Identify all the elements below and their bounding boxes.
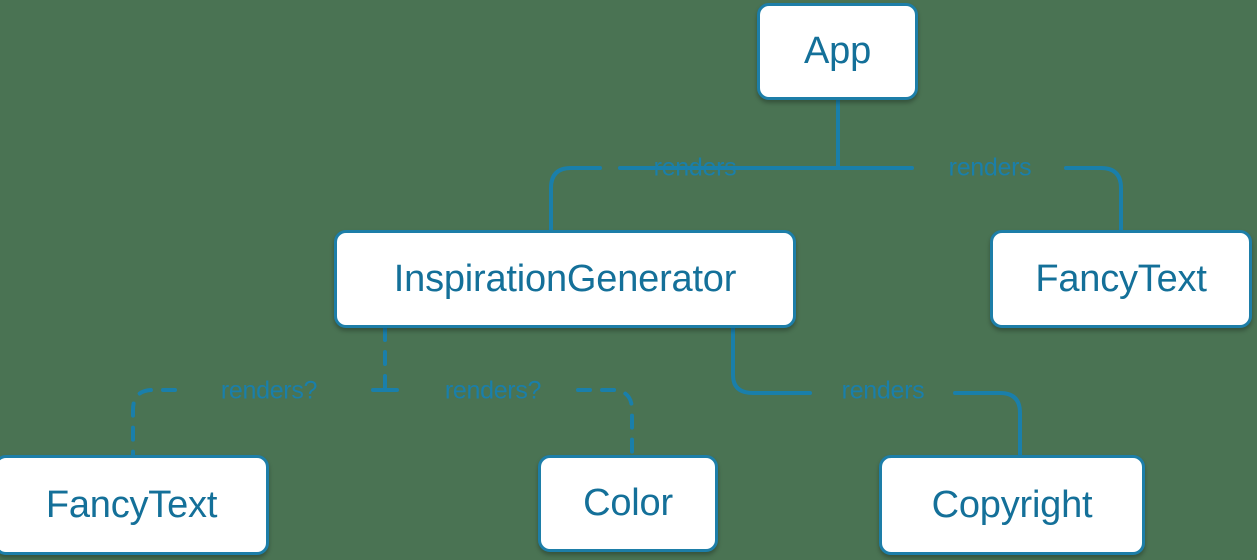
edge-inspiration-to-fancytext [131, 388, 177, 457]
node-fancytext-bottom[interactable]: FancyText [0, 455, 269, 555]
edge-inspiration-to-copyright [953, 391, 1022, 457]
node-app-label: App [803, 30, 871, 72]
edge-label-inspiration-to-copyright: renders [841, 376, 925, 405]
node-inspiration-generator-label: InspirationGenerator [393, 257, 737, 300]
edge-app-to-inspiration [549, 166, 602, 232]
node-fancytext-top-label: FancyText [1035, 257, 1207, 300]
node-inspiration-generator[interactable]: InspirationGenerator [334, 230, 796, 328]
node-color[interactable]: Color [538, 455, 718, 552]
node-copyright[interactable]: Copyright [879, 455, 1145, 555]
node-app[interactable]: App [757, 3, 918, 100]
edge-inspiration-to-color [576, 388, 634, 457]
node-color-label: Color [583, 482, 673, 524]
node-fancytext-bottom-label: FancyText [45, 483, 218, 526]
edge-label-app-to-inspiration: renders [653, 153, 737, 182]
edge-inspiration-to-copyright-h1 [731, 326, 812, 395]
node-fancytext-top[interactable]: FancyText [990, 230, 1252, 328]
edge-label-inspiration-to-fancytext: renders? [220, 376, 318, 405]
edge-label-inspiration-to-color: renders? [444, 376, 542, 405]
edge-app-to-fancytext [1064, 166, 1123, 232]
node-copyright-label: Copyright [931, 483, 1093, 526]
edge-label-app-to-fancytext: renders [948, 153, 1032, 182]
